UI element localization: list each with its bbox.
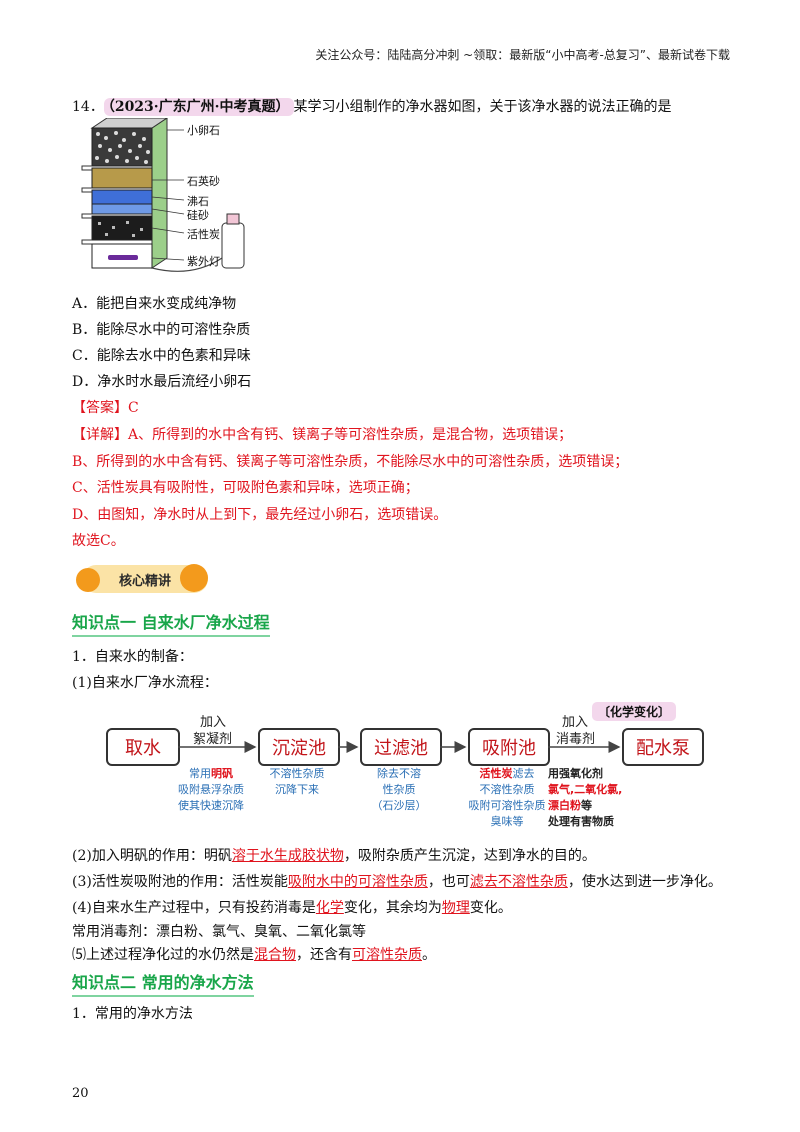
pebble-dots bbox=[95, 131, 150, 164]
answer-value: C bbox=[128, 400, 139, 416]
option-d: D．净水时水最后流经小卵石 bbox=[72, 374, 252, 390]
detail-label: 【详解】 bbox=[72, 427, 128, 443]
arrow4-bottom-label: 消毒剂 bbox=[556, 732, 596, 747]
kp1-title: 知识点一 自来水厂净水过程 bbox=[72, 612, 270, 637]
flow-box-intake: 取水 bbox=[106, 728, 180, 766]
page-header: 关注公众号：陆陆高分冲刺 ~领取：最新版“小中高考-总复习”、最新试卷下载 bbox=[315, 48, 730, 62]
flow-box-distribution-pump: 配水泵 bbox=[622, 728, 704, 766]
option-b: B．能除尽水中的可溶性杂质 bbox=[72, 322, 251, 338]
kp1-item1: 1．自来水的制备： bbox=[72, 649, 193, 665]
page-number: 20 bbox=[72, 1086, 89, 1101]
kp1-item1-1: (1)自来水厂净水流程： bbox=[72, 675, 218, 691]
kp2-item1: 1．常用的净水方法 bbox=[72, 1006, 193, 1022]
kp2-title: 知识点二 常用的净水方法 bbox=[72, 972, 254, 997]
answer-line: 【答案】C bbox=[72, 398, 139, 418]
detail-line-b: B、所得到的水中含有钙、镁离子等可溶性杂质，不能除尽水中的可溶性杂质，选项错误； bbox=[72, 454, 629, 470]
option-c: C．能除去水中的色素和异味 bbox=[72, 348, 251, 364]
note-flocculant: 常用明矾 吸附悬浮杂质 使其快速沉降 bbox=[178, 767, 244, 812]
uv-lamp-tube bbox=[108, 255, 138, 260]
question-stem-line: 14．（2023·广东广州·中考真题）某学习小组制作的净水器如图，关于该净水器的… bbox=[72, 97, 672, 117]
layer-quartz-sand bbox=[91, 167, 153, 189]
note-adsorption: 活性炭滤去 不溶性杂质 吸附可溶性杂质 臭味等 bbox=[468, 767, 546, 828]
detail-line-c: C、活性炭具有吸附性，可吸附色素和异味，选项正确； bbox=[72, 480, 419, 496]
figure-label-silica-sand: 硅砂 bbox=[187, 209, 209, 222]
note-disinfection: 用强氧化剂 氯气,二氧化氯, 漂白粉等 处理有害物质 bbox=[548, 767, 623, 828]
orange-right-icon bbox=[180, 564, 208, 592]
answer-label: 【答案】 bbox=[72, 400, 128, 416]
figure-label-uv-lamp: 紫外灯 bbox=[187, 255, 220, 268]
figure-label-zeolite: 沸石 bbox=[187, 195, 209, 208]
chemical-change-tag: 〔化学变化〕 bbox=[592, 702, 677, 721]
kp1-p3: (3)活性炭吸附池的作用：活性炭能吸附水中的可溶性杂质，也可滤去不溶性杂质，使水… bbox=[72, 874, 722, 890]
detail-line-d: D、由图知，净水时从上到下，最先经过小卵石，选项错误。 bbox=[72, 507, 448, 523]
kp1-p5: 常用消毒剂：漂白粉、氯气、臭氧、二氧化氯等 bbox=[72, 924, 366, 940]
conclusion: 故选C。 bbox=[72, 533, 125, 549]
note-sedimentation: 不溶性杂质 沉降下来 bbox=[269, 767, 325, 796]
kp1-p4: (4)自来水生产过程中，只有投药消毒是化学变化，其余均为物理变化。 bbox=[72, 900, 512, 916]
question-stem: 某学习小组制作的净水器如图，关于该净水器的说法正确的是 bbox=[293, 99, 672, 115]
figure-label-pebbles: 小卵石 bbox=[187, 124, 220, 137]
arrow1-bottom-label: 絮凝剂 bbox=[193, 732, 233, 747]
water-purifier-figure bbox=[81, 118, 245, 272]
bottle-cap bbox=[226, 213, 240, 225]
kp1-p2: (2)加入明矾的作用：明矾溶于水生成胶状物，吸附杂质产生沉淀，达到净水的目的。 bbox=[72, 848, 596, 864]
flow-box-sedimentation: 沉淀池 bbox=[258, 728, 340, 766]
note-filtration: 除去不溶 性杂质 （石沙层） bbox=[371, 767, 427, 812]
arrow1-top-label: 加入 bbox=[200, 715, 227, 730]
arrow4-top-label: 加入 bbox=[562, 715, 589, 730]
kp1-p6: ⑸上述过程净化过的水仍然是混合物，还含有可溶性杂质。 bbox=[72, 947, 436, 963]
question-number: 14． bbox=[72, 99, 104, 115]
carbon-dots bbox=[98, 221, 143, 237]
question-source-tag: （2023·广东广州·中考真题） bbox=[103, 98, 294, 116]
detail-line-a: 【详解】A、所得到的水中含有钙、镁离子等可溶性杂质，是混合物，选项错误； bbox=[72, 427, 573, 443]
figure-label-quartz-sand: 石英砂 bbox=[187, 175, 220, 188]
option-a: A．能把自来水变成纯净物 bbox=[72, 296, 237, 312]
layer-pebbles bbox=[91, 127, 153, 167]
orange-left-icon bbox=[76, 568, 100, 592]
flow-box-adsorption: 吸附池 bbox=[468, 728, 550, 766]
figure-label-activated-carbon: 活性炭 bbox=[187, 228, 220, 241]
